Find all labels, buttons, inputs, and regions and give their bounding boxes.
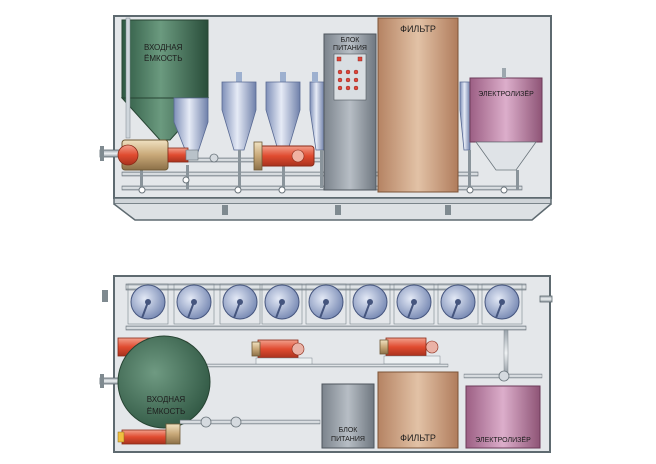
valve [498, 370, 510, 382]
secondary-pump [253, 141, 315, 171]
plan-inlet-flange [100, 374, 104, 388]
riser-pipe [503, 329, 509, 377]
skid-leg [335, 205, 341, 215]
power-block-label-line2: ПИТАНИЯ [333, 45, 367, 52]
plan-tank-label-line1: ВХОДНАЯ [147, 395, 186, 404]
support-feet [138, 176, 508, 194]
skid-leg [445, 205, 451, 215]
cyclone-disk [127, 283, 169, 325]
power-block-label-line1: БЛОК [341, 37, 361, 44]
cyclone [221, 72, 257, 151]
return-pipe [125, 325, 527, 331]
plan-main-pump [117, 423, 181, 445]
link-pipe [195, 363, 449, 368]
valve [200, 416, 212, 428]
main-pump [117, 139, 219, 171]
skid-base [113, 197, 552, 205]
plan-filter-label: ФИЛЬТР [400, 433, 436, 443]
electrolyzer-plan: ЭЛЕКТРОЛИЗЁР [465, 385, 541, 449]
cyclone [459, 81, 471, 151]
cyclone-disk [481, 283, 523, 325]
inlet-tank-label-line1: ВХОДНАЯ [144, 43, 183, 52]
plan-pump-3 [379, 337, 441, 365]
inlet-flange [100, 146, 104, 161]
cyclone-disk [393, 283, 435, 325]
valve [230, 416, 242, 428]
side-view: ВХОДНАЯ ЁМКОСТЬ [99, 15, 552, 221]
electrolyzer-side: ЭЛЕКТРОЛИЗЁР [469, 68, 543, 171]
power-block-plan: БЛОК ПИТАНИЯ [321, 383, 375, 449]
cyclone-disk [173, 283, 215, 325]
filter-label: ФИЛЬТР [400, 24, 436, 34]
cyclone-disk [261, 283, 303, 325]
plan-view: ВХОДНАЯ ЁМКОСТЬ БЛОК ПИТАНИЯ ФИЛЬТР ЭЛЕК… [99, 275, 553, 453]
plan-power-label-line1: БЛОК [339, 427, 359, 434]
plan-outlet-pipe [539, 295, 553, 303]
skid-leg [222, 205, 228, 215]
cyclone-disk [437, 283, 479, 325]
electrolyzer-label: ЭЛЕКТРОЛИЗЁР [478, 90, 534, 98]
bottom-feed-pipe [179, 419, 321, 425]
cyclone-disk [349, 283, 391, 325]
cyclones-side [173, 72, 471, 153]
inlet-tank-pipe [125, 17, 131, 139]
frame-rail-upper [121, 171, 479, 177]
inlet-tank-plan: ВХОДНАЯ ЁМКОСТЬ [117, 335, 211, 429]
plan-side-pipe [102, 290, 108, 302]
inlet-tank-label-line2: ЁМКОСТЬ [144, 54, 182, 63]
plan-power-label-line2: ПИТАНИЯ [331, 436, 365, 443]
filter-plan: ФИЛЬТР [377, 371, 459, 449]
filter-side: ФИЛЬТР [377, 17, 459, 193]
power-block-side: БЛОК ПИТАНИЯ [323, 33, 377, 191]
skid-bottom [113, 203, 552, 221]
indicator-lamps [336, 56, 363, 91]
cyclone-disk [219, 283, 261, 325]
plan-electrolyzer-label: ЭЛЕКТРОЛИЗЁР [475, 436, 531, 444]
cyclones-plan [127, 283, 523, 325]
cyclone-disk [305, 283, 347, 325]
plan-pump-2 [251, 339, 313, 367]
plan-tank-label-line2: ЁМКОСТЬ [147, 407, 185, 416]
